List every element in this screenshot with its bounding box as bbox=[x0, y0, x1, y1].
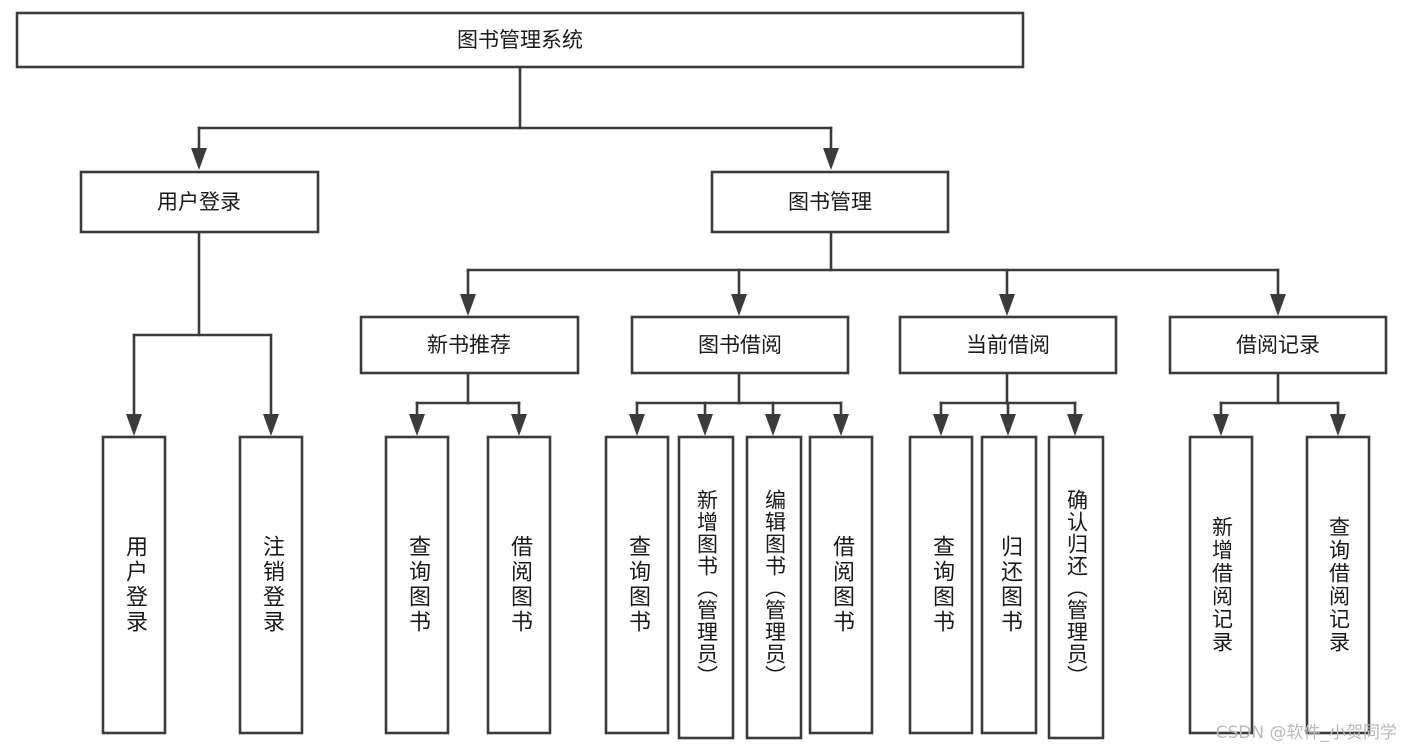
arrow-head-leaf-borrow-book-1 bbox=[511, 414, 527, 436]
leaf-box-edit-book[interactable] bbox=[745, 435, 803, 740]
leaf-boxes-borrow-record bbox=[1188, 435, 1371, 735]
arrow-head-leaf-edit-book bbox=[765, 414, 781, 436]
arrow-head-leaf-add-book bbox=[697, 414, 713, 436]
arrow-head-leaf-user-login bbox=[126, 414, 142, 436]
leaf-box-add-book[interactable] bbox=[677, 435, 735, 740]
leaf-box-borrow-book-1[interactable] bbox=[486, 435, 552, 735]
leaf-box-borrow-book-2[interactable] bbox=[808, 435, 874, 735]
node-new-book-recommend-box[interactable] bbox=[359, 315, 580, 375]
node-borrow-record-box[interactable] bbox=[1168, 315, 1388, 375]
node-borrow-record-label: 借阅记录 bbox=[1236, 333, 1320, 357]
leaf-box-user-login[interactable] bbox=[101, 435, 167, 735]
node-root-label: 图书管理系统 bbox=[457, 28, 583, 52]
leaf-boxes-current-borrow bbox=[908, 435, 1105, 740]
arrow-head-new-book-recommend bbox=[460, 294, 476, 316]
node-book-management-label: 图书管理 bbox=[788, 190, 872, 214]
leaf-box-confirm-return[interactable] bbox=[1047, 435, 1105, 740]
node-root-box[interactable] bbox=[15, 11, 1025, 69]
arrow-head-user-login bbox=[191, 148, 207, 170]
node-root[interactable]: 图书管理系统 bbox=[15, 11, 1025, 69]
connector-group-root bbox=[191, 65, 839, 170]
leaf-box-query-book-3[interactable] bbox=[908, 435, 974, 735]
leaf-box-query-book-1[interactable] bbox=[384, 435, 450, 735]
node-current-borrow[interactable]: 当前借阅 bbox=[898, 315, 1118, 375]
arrow-head-leaf-borrow-book-2 bbox=[833, 414, 849, 436]
connector-group-borrow-record bbox=[1213, 371, 1346, 436]
leaf-box-user-logout[interactable] bbox=[238, 435, 304, 735]
connector-group-book-management bbox=[460, 230, 1286, 316]
arrow-head-leaf-query-record bbox=[1330, 414, 1346, 436]
connector-group-current-borrow bbox=[933, 371, 1083, 436]
leaf-box-return-book[interactable] bbox=[980, 435, 1038, 735]
leaf-box-add-record[interactable] bbox=[1188, 435, 1254, 735]
node-book-borrow-label: 图书借阅 bbox=[698, 333, 782, 357]
node-new-book-recommend-label: 新书推荐 bbox=[427, 333, 511, 357]
connector-group-user-login bbox=[126, 230, 279, 436]
node-book-management-box[interactable] bbox=[710, 170, 950, 234]
arrow-head-leaf-confirm-return bbox=[1067, 414, 1083, 436]
arrow-head-current-borrow bbox=[999, 294, 1015, 316]
node-user-login[interactable]: 用户登录 bbox=[79, 170, 320, 234]
node-new-book-recommend[interactable]: 新书推荐 bbox=[359, 315, 580, 375]
leaf-box-query-book-2[interactable] bbox=[604, 435, 670, 735]
leaf-boxes-user-login bbox=[101, 435, 304, 735]
node-current-borrow-box[interactable] bbox=[898, 315, 1118, 375]
arrow-head-leaf-query-book-2 bbox=[629, 414, 645, 436]
arrow-head-book-borrow bbox=[731, 294, 747, 316]
node-current-borrow-label: 当前借阅 bbox=[966, 333, 1050, 357]
node-book-borrow-box[interactable] bbox=[630, 315, 850, 375]
node-user-login-box[interactable] bbox=[79, 170, 320, 234]
arrow-head-book-management bbox=[823, 148, 839, 170]
leaf-box-query-record[interactable] bbox=[1305, 435, 1371, 735]
arrow-head-leaf-query-book-1 bbox=[409, 414, 425, 436]
leaf-boxes-book-borrow bbox=[604, 435, 874, 740]
leaf-boxes-new-book-recommend bbox=[384, 435, 552, 735]
arrow-head-leaf-add-record bbox=[1213, 414, 1229, 436]
node-user-login-label: 用户登录 bbox=[157, 190, 241, 214]
node-book-borrow[interactable]: 图书借阅 bbox=[630, 315, 850, 375]
arrow-head-leaf-return-book bbox=[1000, 414, 1016, 436]
node-borrow-record[interactable]: 借阅记录 bbox=[1168, 315, 1388, 375]
connector-group-new-book-recommend bbox=[409, 371, 527, 436]
arrow-head-leaf-user-logout bbox=[263, 414, 279, 436]
connector-group-book-borrow bbox=[629, 371, 849, 436]
arrow-head-leaf-query-book-3 bbox=[933, 414, 949, 436]
arrow-head-borrow-record bbox=[1270, 294, 1286, 316]
node-book-management[interactable]: 图书管理 bbox=[710, 170, 950, 234]
